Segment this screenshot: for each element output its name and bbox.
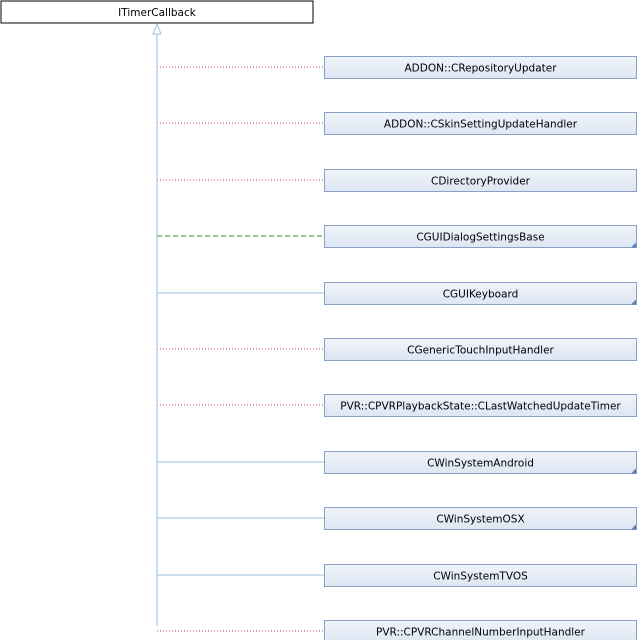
more-subclasses-marker	[631, 524, 636, 530]
derived-class-nodes: ADDON::CRepositoryUpdaterADDON::CSkinSet…	[324, 56, 637, 640]
base-class-label: ITimerCallback	[118, 7, 197, 19]
class-box	[324, 56, 637, 79]
class-node-addon-crepositoryupdater[interactable]: ADDON::CRepositoryUpdater	[324, 56, 637, 79]
class-node-cwinsystemosx[interactable]: CWinSystemOSX	[324, 507, 637, 530]
inheritance-arrowhead	[152, 22, 162, 35]
inheritance-edges	[157, 66, 324, 632]
class-box	[324, 169, 637, 192]
class-box	[324, 451, 637, 474]
class-label: CWinSystemTVOS	[433, 571, 528, 583]
class-box	[324, 225, 637, 248]
class-node-pvr-cpvrchannelnumberinputhandler[interactable]: PVR::CPVRChannelNumberInputHandler	[324, 620, 637, 640]
class-node-cwinsystemtvos[interactable]: CWinSystemTVOS	[324, 564, 637, 587]
class-box	[324, 112, 637, 135]
class-label: PVR::CPVRPlaybackState::CLastWatchedUpda…	[340, 401, 621, 413]
base-class-node[interactable]: ITimerCallback	[0, 0, 314, 24]
class-label: CDirectoryProvider	[431, 176, 531, 188]
class-label: ADDON::CRepositoryUpdater	[404, 63, 557, 75]
class-node-cgenerictouchinputhandler[interactable]: CGenericTouchInputHandler	[324, 338, 637, 361]
class-node-cdirectoryprovider[interactable]: CDirectoryProvider	[324, 169, 637, 192]
class-label: CWinSystemOSX	[436, 514, 524, 526]
class-label: CGenericTouchInputHandler	[407, 345, 554, 357]
class-node-pvr-cpvrplaybackstate-clastwatchedupdatetimer[interactable]: PVR::CPVRPlaybackState::CLastWatchedUpda…	[324, 394, 637, 417]
class-label: ADDON::CSkinSettingUpdateHandler	[384, 119, 578, 131]
class-label: PVR::CPVRChannelNumberInputHandler	[376, 627, 586, 639]
more-subclasses-marker	[631, 299, 636, 305]
more-subclasses-marker	[631, 242, 636, 248]
more-subclasses-marker	[631, 468, 636, 474]
class-node-cguidialogsettingsbase[interactable]: CGUIDialogSettingsBase	[324, 225, 637, 248]
class-node-cguikeyboard[interactable]: CGUIKeyboard	[324, 282, 637, 305]
class-box	[324, 338, 637, 361]
class-node-cwinsystemandroid[interactable]: CWinSystemAndroid	[324, 451, 637, 474]
class-box	[324, 394, 637, 417]
class-box	[324, 282, 637, 305]
class-label: CGUIKeyboard	[443, 289, 519, 301]
class-node-addon-cskinsettingupdatehandler[interactable]: ADDON::CSkinSettingUpdateHandler	[324, 112, 637, 135]
class-box	[324, 507, 637, 530]
class-label: CWinSystemAndroid	[427, 458, 534, 470]
class-label: CGUIDialogSettingsBase	[416, 232, 544, 244]
class-box	[324, 564, 637, 587]
class-box	[324, 620, 637, 640]
